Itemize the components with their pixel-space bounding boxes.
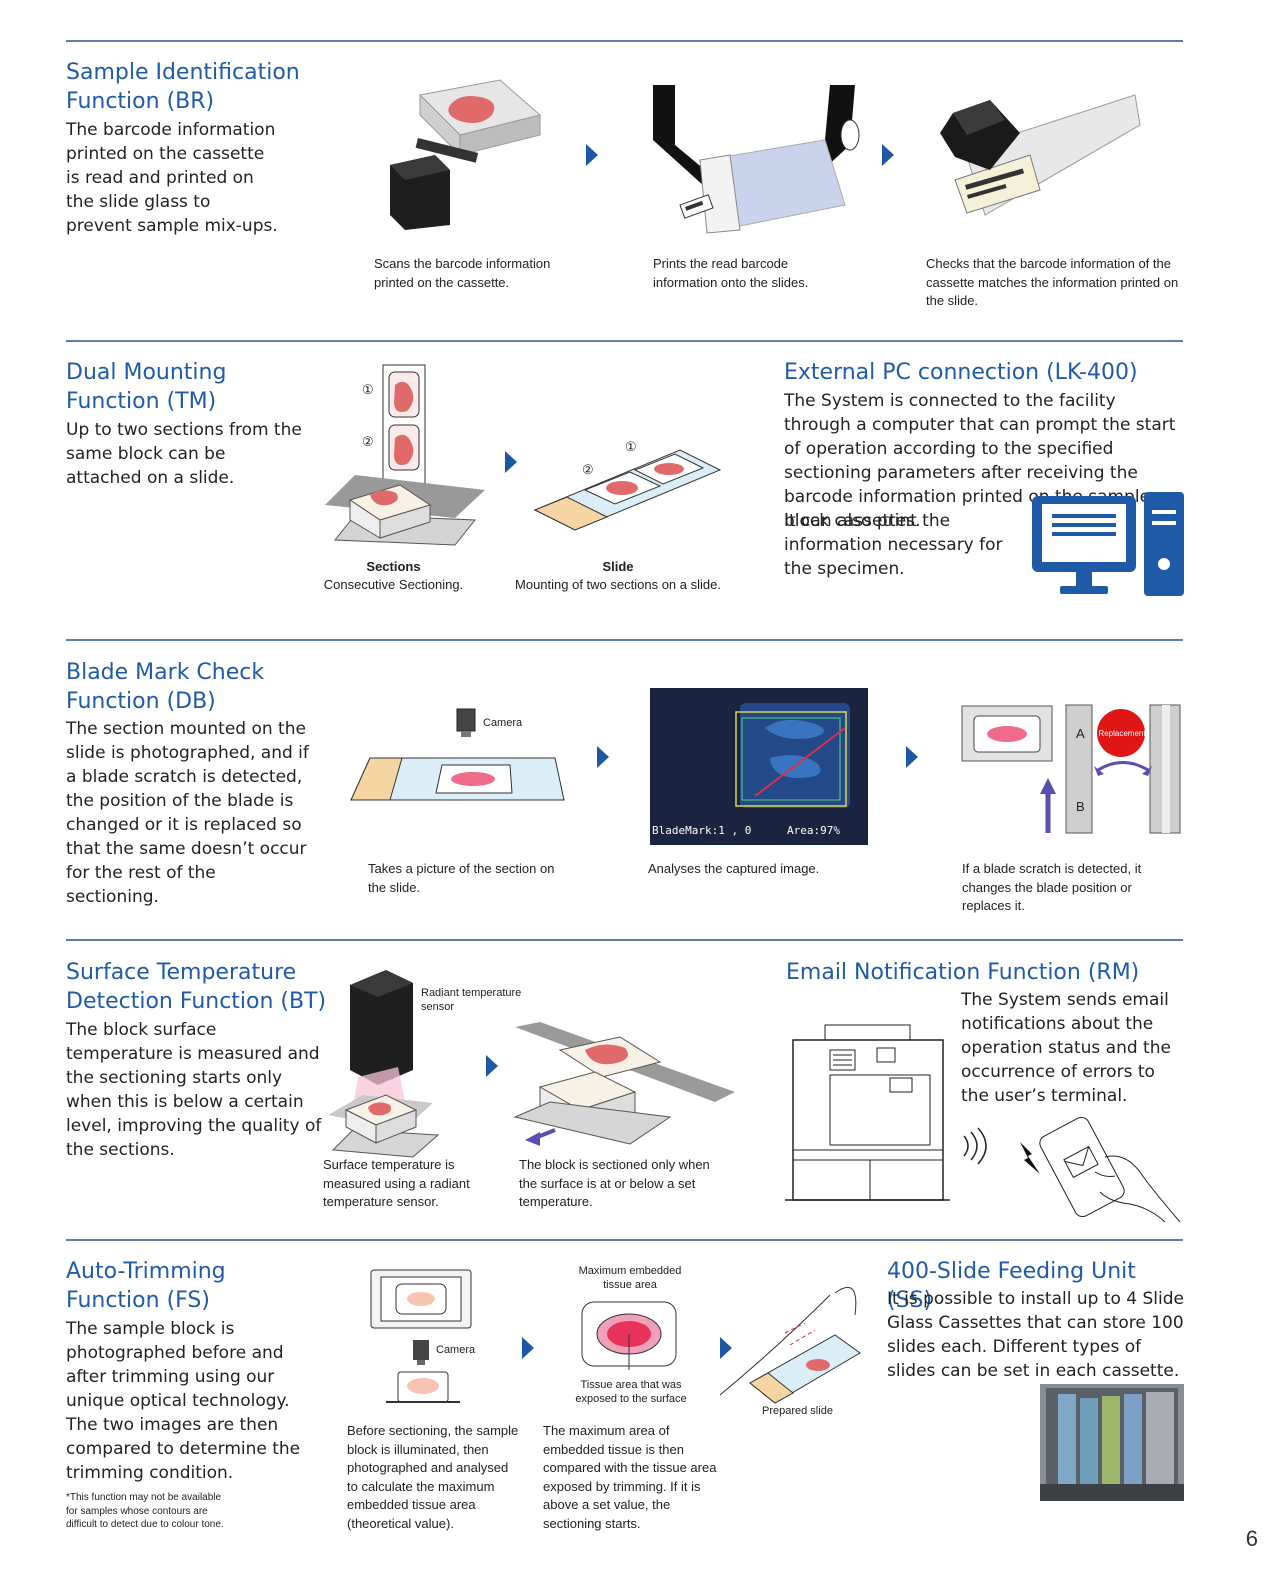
tm-title: Dual Mounting Function (TM): [66, 360, 227, 414]
block-sectioning-illustration: [513, 1022, 735, 1146]
rm-body: The System sends email notifications abo…: [961, 990, 1171, 1106]
tm-body: Up to two sections from the same block c…: [66, 420, 302, 488]
temperature-sensor-illustration: [328, 970, 440, 1158]
tm-sections-caption: Consecutive Sectioning.: [323, 577, 464, 592]
barcode-print-illustration: [653, 85, 860, 234]
tm-mark-2: ②: [362, 434, 374, 449]
sensor-label: Radiant temperature sensor: [421, 987, 522, 1013]
flow-arrow: [906, 746, 918, 768]
fs-camera-label: Camera: [436, 1344, 476, 1356]
section-divider: [66, 40, 1183, 42]
db-title: Blade Mark Check Function (DB): [66, 660, 265, 714]
fs-body: The sample block is photographed before …: [66, 1319, 301, 1483]
tm-slide-heading: Slide: [602, 559, 634, 574]
br-title: Sample Identification Function (BR): [66, 60, 300, 114]
db-caption-photo: Takes a picture of the section on the sl…: [368, 861, 555, 895]
db-camera-label: Camera: [483, 717, 523, 729]
ss-title: 400-Slide Feeding Unit (SS): [887, 1259, 1136, 1313]
bt-title: Surface Temperature Detection Function (…: [66, 960, 327, 1014]
dual-sections-illustration: [325, 364, 485, 546]
flow-arrow: [505, 451, 517, 473]
overlay-blademark: BladeMark:1 , 0: [652, 824, 752, 837]
captured-image-panel: BladeMark:1 , 0 Area:97%: [650, 688, 868, 845]
flow-arrow: [597, 746, 609, 768]
br-caption-check: Checks that the barcode information of t…: [926, 256, 1179, 308]
fs-title: Auto-Trimming Function (FS): [66, 1259, 226, 1313]
tm-sections-heading: Sections: [366, 559, 421, 574]
replacement-badge: Replacement: [1098, 729, 1146, 738]
camera-icon: [456, 708, 476, 737]
prepared-slide-label: Prepared slide: [762, 1405, 833, 1417]
rm-title: Email Notification Function (RM): [786, 960, 1140, 985]
flow-arrow: [486, 1055, 498, 1077]
tissue-area-illustration: [581, 1301, 677, 1370]
instrument-illustration: [785, 1024, 950, 1201]
br-caption-scan: Scans the barcode information printed on…: [374, 256, 551, 290]
lightning-icon: [1020, 1142, 1040, 1174]
barcode-scan-illustration: [390, 79, 542, 230]
tm-slide-mark-1: ①: [625, 439, 637, 454]
flow-arrow: [586, 144, 598, 166]
section-divider: [66, 1239, 1183, 1241]
db-body: The section mounted on the slide is phot…: [66, 719, 309, 907]
br-body: The barcode information printed on the c…: [66, 120, 278, 236]
bt-body: The block surface temperature is measure…: [66, 1020, 322, 1160]
section-divider: [66, 340, 1183, 342]
barcode-check-illustration: [940, 94, 1141, 216]
tm-mark-1: ①: [362, 382, 374, 397]
flow-arrow: [522, 1337, 534, 1359]
bt-caption-section: The block is sectioned only when the sur…: [519, 1157, 710, 1209]
prepared-slide-illustration: [719, 1287, 861, 1404]
db-caption-analyse: Analyses the captured image.: [648, 861, 820, 876]
trimming-camera-illustration: [370, 1269, 472, 1403]
flow-arrow: [882, 144, 894, 166]
max-area-label: Maximum embedded tissue area: [578, 1265, 682, 1291]
bt-caption-measure: Surface temperature is measured using a …: [323, 1157, 470, 1209]
slide-feeding-unit-photo: [1040, 1384, 1184, 1501]
smartphone-email-icon: [1039, 1116, 1181, 1223]
ss-body: It is possible to install up to 4 Slide …: [887, 1289, 1184, 1381]
section-divider: [66, 639, 1183, 641]
wireless-signal-icon: [963, 1127, 987, 1165]
blade-label-a: A: [1076, 726, 1085, 741]
fs-footnote: *This function may not be available for …: [66, 1492, 224, 1530]
slide-photo-illustration: [350, 757, 565, 801]
tm-slide-mark-2: ②: [582, 462, 594, 477]
fs-caption-compare: The maximum area of embedded tissue is t…: [543, 1423, 717, 1531]
fs-caption-before: Before sectioning, the sample block is i…: [347, 1423, 519, 1531]
overlay-area: Area:97%: [787, 824, 840, 837]
br-caption-print: Prints the read barcode information onto…: [653, 256, 809, 290]
blade-replacement-illustration: [961, 704, 1181, 834]
tm-slide-caption: Mounting of two sections on a slide.: [515, 577, 721, 592]
flow-arrow: [720, 1337, 732, 1359]
two-sections-slide-illustration: [533, 449, 722, 531]
section-divider: [66, 939, 1183, 941]
blade-label-b: B: [1076, 799, 1085, 814]
page-number: 6: [1245, 1526, 1258, 1551]
exposed-area-label: Tissue area that was exposed to the surf…: [575, 1379, 687, 1405]
lk-body-2: It can also print the information necess…: [784, 511, 1003, 579]
computer-icon: [1032, 492, 1184, 596]
db-caption-replace: If a blade scratch is detected, it chang…: [962, 861, 1142, 913]
lk-title: External PC connection (LK-400): [784, 360, 1138, 385]
